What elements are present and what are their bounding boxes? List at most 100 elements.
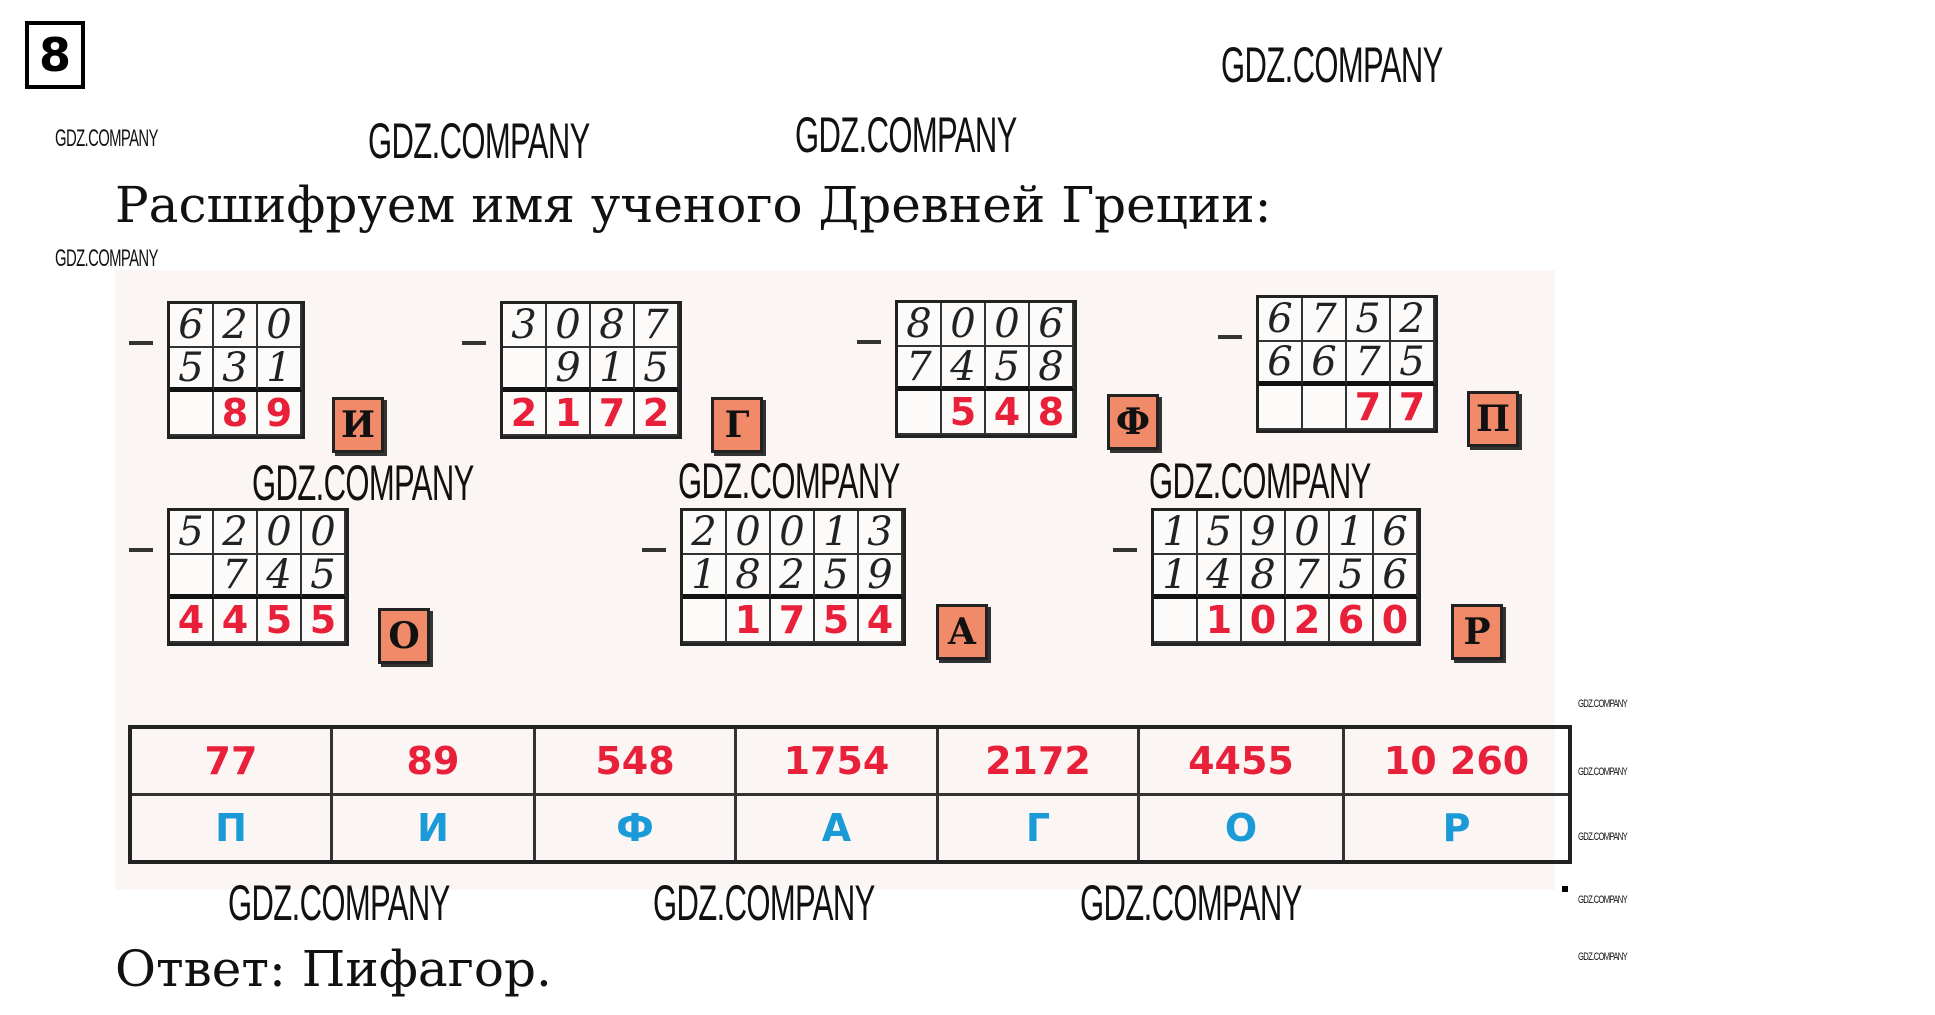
top-digit-cell: 2: [683, 511, 727, 555]
bottom-digit-cell: 7: [1286, 555, 1330, 599]
bottom-digit-cell: 5: [302, 555, 346, 599]
letter-badge: Г: [711, 397, 763, 453]
key-letter-cell: Г: [936, 793, 1140, 864]
bottom-digit-cell: [170, 555, 214, 599]
key-value-cell: 10 260: [1342, 725, 1572, 796]
result-digit-cell: 4: [214, 599, 258, 643]
bottom-digit-cell: 6: [1259, 342, 1303, 386]
result-digit-cell: 0: [1374, 599, 1418, 643]
watermark: GDZ.COMPANY: [653, 875, 875, 931]
watermark: GDZ.COMPANY: [55, 245, 158, 272]
result-digit-cell: 8: [1030, 391, 1074, 435]
bottom-digit-cell: 4: [1198, 555, 1242, 599]
watermark: GDZ.COMPANY: [1578, 951, 1628, 963]
top-digit-cell: 0: [942, 303, 986, 347]
bottom-digit-cell: 5: [986, 347, 1030, 391]
bottom-digit-cell: 3: [214, 348, 258, 392]
watermark: GDZ.COMPANY: [252, 455, 474, 511]
watermark: GDZ.COMPANY: [1221, 37, 1443, 93]
result-digit-cell: 4: [986, 391, 1030, 435]
bottom-digit-cell: 9: [547, 348, 591, 392]
result-digit-cell: 1: [727, 599, 771, 643]
task-title: Расшифруем имя ученого Древней Греции:: [115, 176, 1272, 234]
result-digit-cell: 8: [214, 392, 258, 436]
top-digit-cell: 5: [1198, 511, 1242, 555]
watermark: GDZ.COMPANY: [795, 107, 1017, 163]
watermark: GDZ.COMPANY: [368, 113, 590, 169]
top-digit-cell: 5: [170, 511, 214, 555]
minus-sign: [129, 548, 153, 552]
top-digit-cell: 9: [1242, 511, 1286, 555]
bottom-digit-cell: 7: [1347, 342, 1391, 386]
bottom-digit-cell: 5: [635, 348, 679, 392]
bottom-digit-cell: 2: [771, 555, 815, 599]
result-digit-cell: 0: [1242, 599, 1286, 643]
result-digit-cell: 4: [859, 599, 903, 643]
top-digit-cell: 1: [1330, 511, 1374, 555]
minus-sign: [1218, 335, 1242, 339]
top-digit-cell: 0: [771, 511, 815, 555]
top-digit-cell: 0: [1286, 511, 1330, 555]
letter-badge: И: [332, 397, 384, 453]
key-letter-cell: Ф: [533, 793, 737, 864]
top-digit-cell: 8: [898, 303, 942, 347]
watermark: GDZ.COMPANY: [228, 875, 450, 931]
top-digit-cell: 0: [986, 303, 1030, 347]
watermark: GDZ.COMPANY: [55, 125, 158, 152]
bottom-digit-cell: 6: [1374, 555, 1418, 599]
bottom-digit-cell: 1: [1154, 555, 1198, 599]
result-digit-cell: [898, 391, 942, 435]
minus-sign: [857, 340, 881, 344]
result-digit-cell: 7: [591, 392, 635, 436]
result-digit-cell: 7: [1347, 386, 1391, 430]
letter-badge: П: [1467, 391, 1519, 447]
bottom-digit-cell: 8: [1030, 347, 1074, 391]
watermark: GDZ.COMPANY: [1578, 698, 1628, 710]
task-number: 8: [25, 21, 85, 89]
result-digit-cell: 1: [547, 392, 591, 436]
top-digit-cell: 2: [214, 304, 258, 348]
bottom-digit-cell: 4: [942, 347, 986, 391]
bottom-digit-cell: 5: [815, 555, 859, 599]
result-digit-cell: 5: [302, 599, 346, 643]
result-digit-cell: 5: [942, 391, 986, 435]
bottom-digit-cell: 5: [1330, 555, 1374, 599]
bottom-digit-cell: 6: [1303, 342, 1347, 386]
result-digit-cell: 9: [258, 392, 302, 436]
bottom-digit-cell: 9: [859, 555, 903, 599]
key-value-cell: 548: [533, 725, 737, 796]
result-digit-cell: [1259, 386, 1303, 430]
result-digit-cell: [170, 392, 214, 436]
result-digit-cell: 5: [258, 599, 302, 643]
key-letter-cell: А: [734, 793, 939, 864]
result-digit-cell: 5: [815, 599, 859, 643]
result-digit-cell: 1: [1198, 599, 1242, 643]
result-digit-cell: 4: [170, 599, 214, 643]
key-letter-cell: О: [1137, 793, 1345, 864]
bottom-digit-cell: 7: [898, 347, 942, 391]
bottom-digit-cell: [503, 348, 547, 392]
top-digit-cell: 3: [859, 511, 903, 555]
minus-sign: [1113, 548, 1137, 552]
top-digit-cell: 2: [214, 511, 258, 555]
period-dot: [1562, 886, 1568, 892]
result-digit-cell: [1154, 599, 1198, 643]
top-digit-cell: 6: [1374, 511, 1418, 555]
key-value-cell: 77: [128, 725, 333, 796]
top-digit-cell: 6: [1259, 298, 1303, 342]
result-digit-cell: 7: [1391, 386, 1435, 430]
result-digit-cell: [683, 599, 727, 643]
result-digit-cell: 7: [771, 599, 815, 643]
letter-badge: О: [378, 608, 430, 664]
